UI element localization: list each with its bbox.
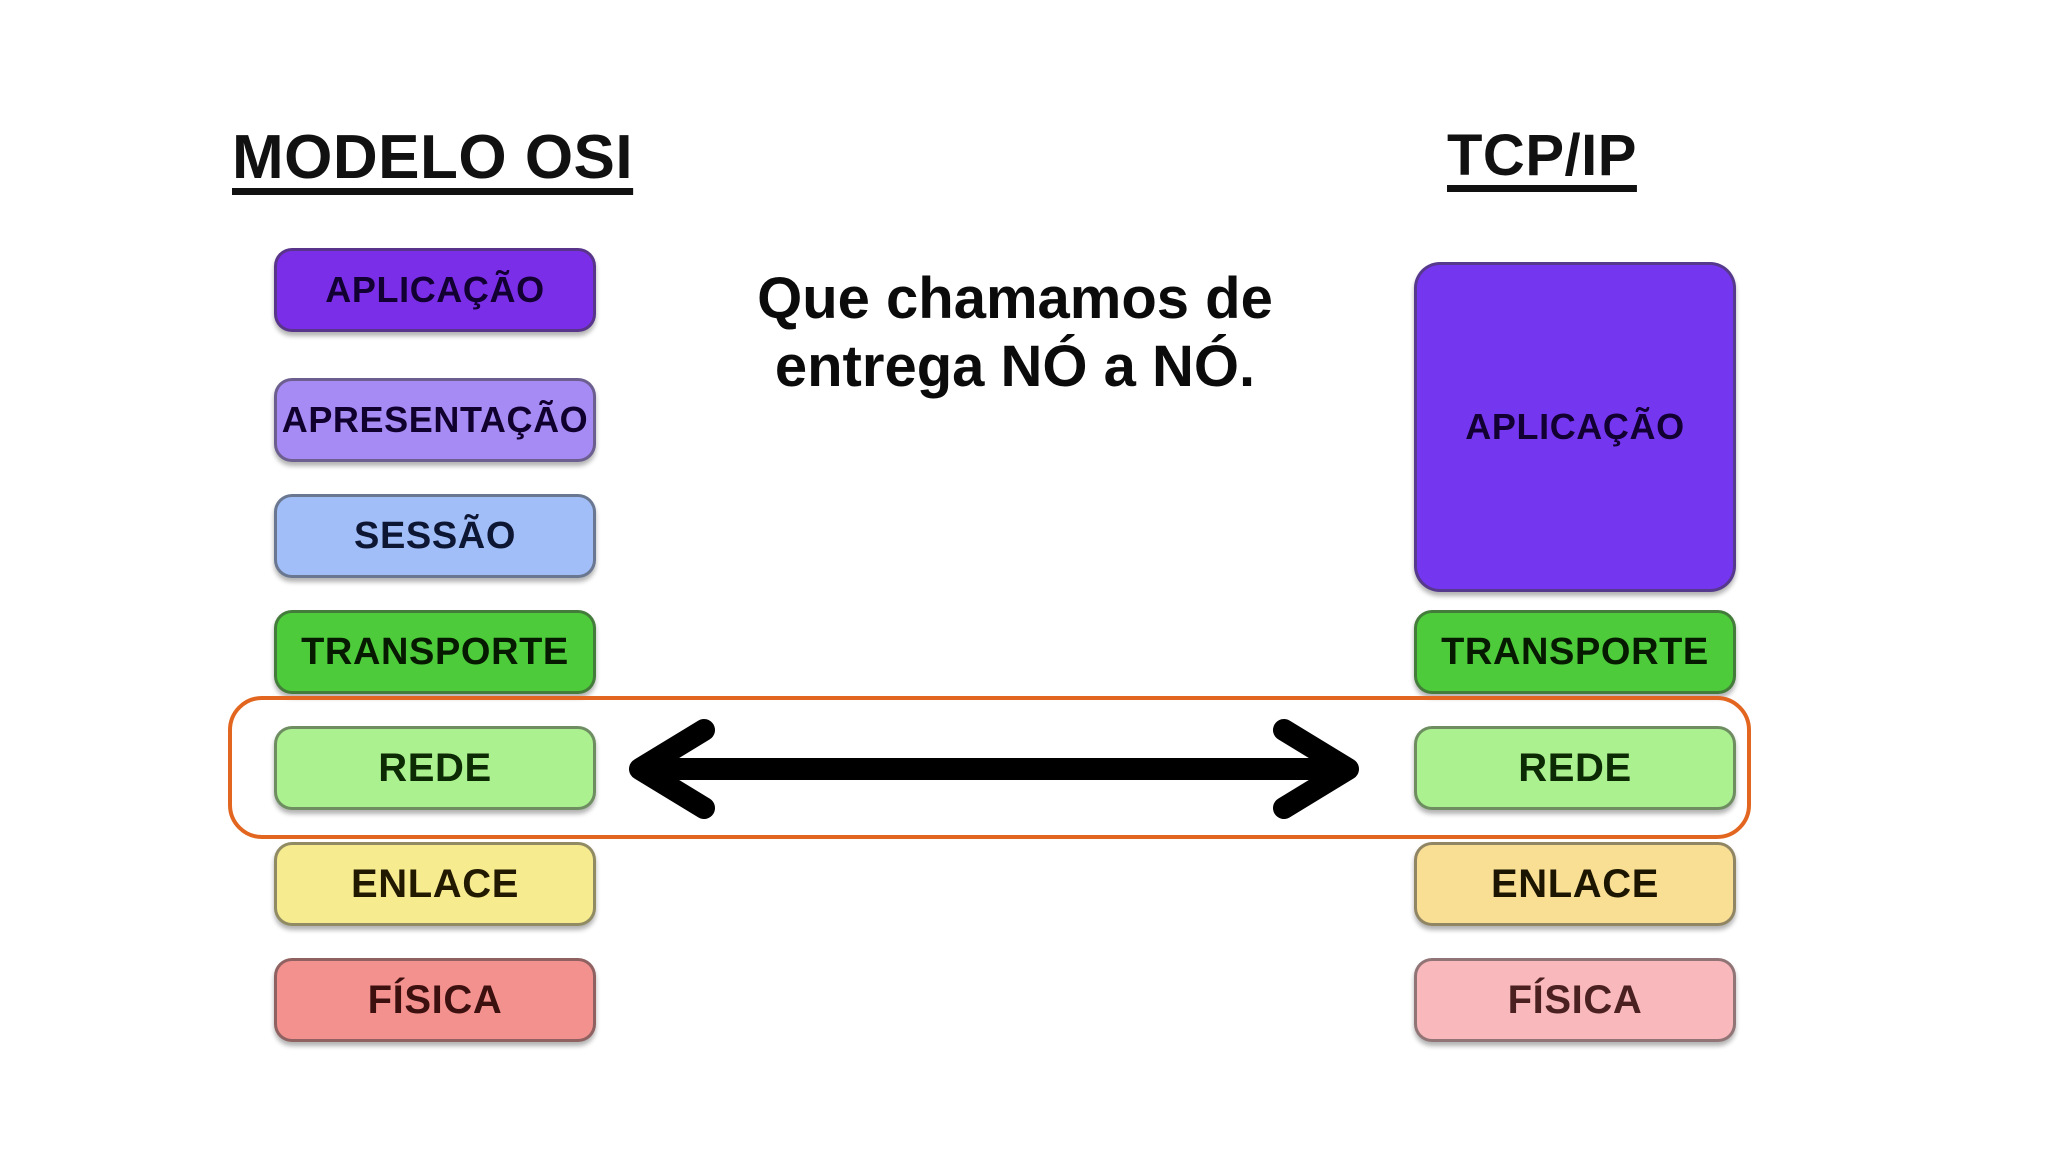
tcpip-layer-fisica[interactable]: FÍSICA [1414,958,1736,1042]
osi-layer-label: REDE [378,746,492,790]
osi-layer-label: APRESENTAÇÃO [281,399,589,440]
caption-line-2: entrega NÓ a NÓ. [774,334,1256,400]
tcpip-layer-label: FÍSICA [1507,978,1643,1022]
tcpip-layer-label: ENLACE [1490,862,1660,906]
osi-layer-sessao[interactable]: SESSÃO [274,494,596,578]
tcpip-layer-transporte[interactable]: TRANSPORTE [1414,610,1736,694]
tcpip-column-title: TCP/IP [1447,123,1637,188]
osi-layer-label: SESSÃO [354,515,516,557]
node-to-node-caption: Que chamamos de entrega NÓ a NÓ. [690,265,1340,402]
tcpip-layer-label: REDE [1518,746,1632,790]
osi-layer-fisica[interactable]: FÍSICA [274,958,596,1042]
osi-layer-aplicacao[interactable]: APLICAÇÃO [274,248,596,332]
osi-layer-transporte[interactable]: TRANSPORTE [274,610,596,694]
tcpip-layer-aplicacao[interactable]: APLICAÇÃO [1414,262,1736,592]
double-headed-arrow-icon [629,719,1359,819]
osi-column-title: MODELO OSI [232,123,634,192]
caption-line-1: Que chamamos de [757,266,1273,331]
osi-layer-label: FÍSICA [367,978,503,1022]
tcpip-layer-enlace[interactable]: ENLACE [1414,842,1736,926]
tcpip-layer-label: TRANSPORTE [1441,631,1709,673]
osi-layer-label: ENLACE [350,862,520,906]
osi-layer-enlace[interactable]: ENLACE [274,842,596,926]
osi-layer-apresentacao[interactable]: APRESENTAÇÃO [274,378,596,462]
osi-layer-label: APLICAÇÃO [325,269,545,310]
tcpip-layer-label: APLICAÇÃO [1465,406,1685,447]
osi-layer-label: TRANSPORTE [301,631,569,673]
osi-layer-rede[interactable]: REDE [274,726,596,810]
tcpip-layer-rede[interactable]: REDE [1414,726,1736,810]
